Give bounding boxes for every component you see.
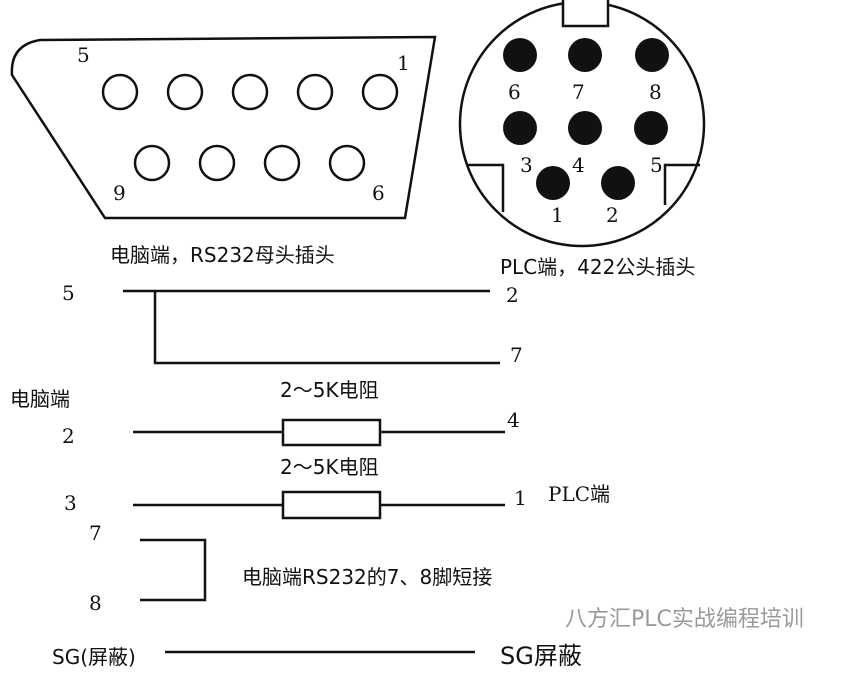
din8-pin: [503, 111, 537, 145]
wire-row-3: 2～5K电阻 3 1 PLC端: [64, 455, 610, 520]
db9-pin: [296, 73, 334, 111]
pc-pin-label: 8: [89, 591, 102, 615]
db9-pin: [328, 144, 366, 182]
resistor: [281, 418, 382, 447]
shield-row: SG(屏蔽) SG屏蔽: [52, 642, 582, 670]
din8-left-notch: [468, 163, 505, 212]
din8-label: 6: [508, 80, 521, 104]
db9-shell: [10, 35, 437, 220]
din8-label: 7: [572, 80, 585, 104]
din8-pin: [503, 38, 537, 72]
din8-pin: [634, 111, 668, 145]
pc-pin-label: 2: [62, 424, 75, 448]
db9-pin: [101, 73, 139, 111]
pc-side-label: 电脑端: [10, 387, 70, 411]
din8-label: 8: [649, 80, 662, 104]
db9-pin: [263, 144, 301, 182]
din8-label: 5: [650, 153, 663, 177]
din8-right-notch: [663, 163, 700, 205]
din8-label: 4: [572, 153, 585, 177]
plc-pin-label: 4: [507, 408, 520, 432]
db9-pins: [101, 73, 399, 182]
din8-pin: [635, 38, 669, 72]
plc-side-label: PLC端: [548, 482, 610, 506]
db9-pin: [133, 144, 171, 182]
din8-label: 1: [551, 203, 564, 227]
din8-pin: [601, 166, 635, 200]
db9-label-5: 5: [77, 43, 90, 67]
resistor-label: 2～5K电阻: [280, 455, 379, 479]
pc-pin-label: 5: [62, 281, 75, 305]
din8-pin: [568, 111, 602, 145]
pc-pin-label: 3: [64, 491, 77, 515]
din8-pin: [568, 38, 602, 72]
pc-pin-label: 7: [89, 521, 102, 545]
din8-connector: 6 7 8 3 4 5 1 2 PLC端，422公头插头: [458, 0, 706, 279]
plc-pin-label: 7: [510, 343, 523, 367]
din8-pins: [503, 38, 669, 200]
din8-pin: [536, 166, 570, 200]
wire-row-1: 5 2 7: [62, 281, 523, 367]
resistor-label: 2～5K电阻: [280, 378, 379, 402]
db9-label-6: 6: [372, 181, 385, 205]
shield-right-label: SG屏蔽: [500, 642, 582, 670]
db9-pin: [231, 73, 269, 111]
plc-pin-label: 1: [514, 486, 527, 510]
din8-label: 3: [520, 153, 533, 177]
db9-pin: [198, 144, 236, 182]
shield-left-label: SG(屏蔽): [52, 645, 136, 669]
db9-pin: [361, 73, 399, 111]
din8-key: [561, 0, 610, 28]
db9-connector: 5 1 9 6 电脑端，RS232母头插头: [10, 35, 437, 267]
short-7-8: 7 8 电脑端RS232的7、8脚短接: [89, 521, 492, 615]
wire: [153, 291, 500, 365]
wire-row-2: 2～5K电阻 2 4: [62, 378, 520, 448]
short-note: 电脑端RS232的7、8脚短接: [242, 565, 492, 589]
din8-label: 2: [606, 203, 619, 227]
short-bracket: [140, 538, 207, 602]
db9-label-9: 9: [113, 181, 126, 205]
resistor: [281, 490, 382, 520]
db9-caption: 电脑端，RS232母头插头: [110, 243, 335, 267]
db9-pin: [166, 73, 204, 111]
watermark: 八方汇PLC实战编程培训: [565, 607, 804, 632]
db9-label-1: 1: [397, 51, 410, 75]
plc-pin-label: 2: [506, 283, 519, 307]
din8-caption: PLC端，422公头插头: [500, 255, 695, 279]
